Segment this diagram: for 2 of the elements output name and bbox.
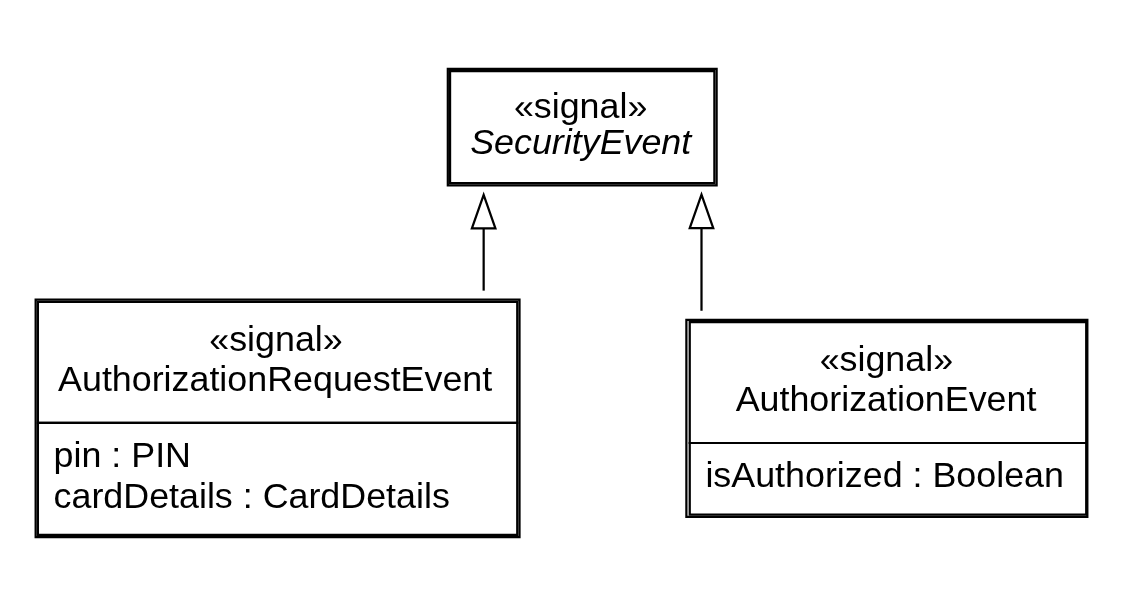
arrow (688, 190, 715, 311)
arrow (470, 190, 497, 291)
